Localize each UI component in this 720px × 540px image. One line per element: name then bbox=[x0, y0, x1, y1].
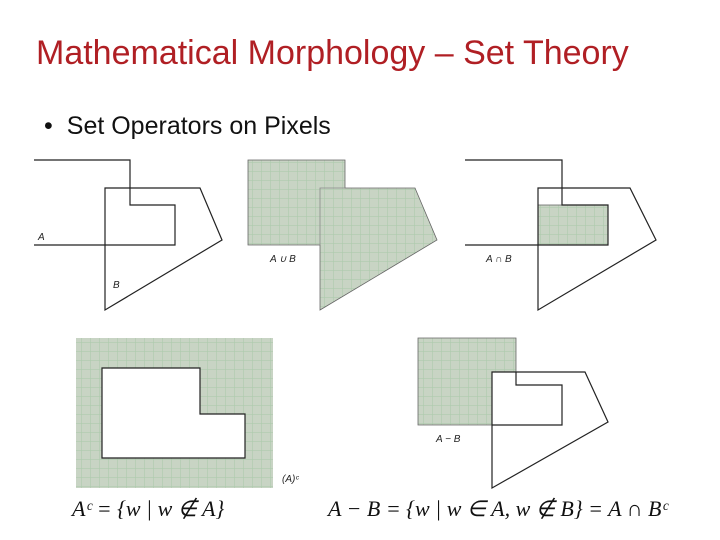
union-shape bbox=[247, 159, 438, 311]
difference-label: A − B bbox=[435, 434, 461, 445]
panel-sets: A B bbox=[34, 159, 223, 312]
difference-fill bbox=[417, 337, 517, 426]
slide-title: Mathematical Morphology – Set Theory bbox=[36, 34, 629, 72]
bullet-text: Set Operators on Pixels bbox=[66, 112, 331, 140]
intersection-label: A ∩ B bbox=[485, 254, 512, 265]
difference-set-b-outline bbox=[491, 371, 609, 490]
set-a-outline bbox=[34, 159, 176, 246]
bullet-dot: • bbox=[44, 112, 53, 140]
difference-formula: A − B = {w | w ∈ A, w ∉ B} = A ∩ Bᶜ bbox=[326, 496, 669, 521]
panel-union: A ∪ B bbox=[247, 159, 438, 311]
union-label: A ∪ B bbox=[269, 254, 296, 265]
label-b: B bbox=[113, 280, 120, 291]
label-a: A bbox=[37, 232, 45, 243]
union-inner-edge bbox=[319, 187, 345, 245]
complement-formula: Aᶜ = {w | w ∉ A} bbox=[70, 496, 224, 521]
set-b-outline bbox=[104, 187, 223, 312]
panel-complement: (A)ᶜ Aᶜ = {w | w ∉ A} bbox=[70, 338, 299, 521]
panel-difference: A − B A − B = {w | w ∈ A, w ∉ B} = A ∩ B… bbox=[326, 337, 669, 521]
panel-intersection: A ∩ B bbox=[465, 159, 657, 312]
intersection-set-a-outline bbox=[465, 159, 609, 246]
complement-set-a bbox=[101, 367, 246, 459]
complement-label: (A)ᶜ bbox=[282, 474, 299, 485]
intersection-set-b-outline bbox=[537, 187, 657, 312]
difference-set-a-outline bbox=[492, 372, 563, 426]
bullet-item: • Set Operators on Pixels bbox=[44, 112, 331, 141]
intersection-fill bbox=[537, 204, 609, 246]
